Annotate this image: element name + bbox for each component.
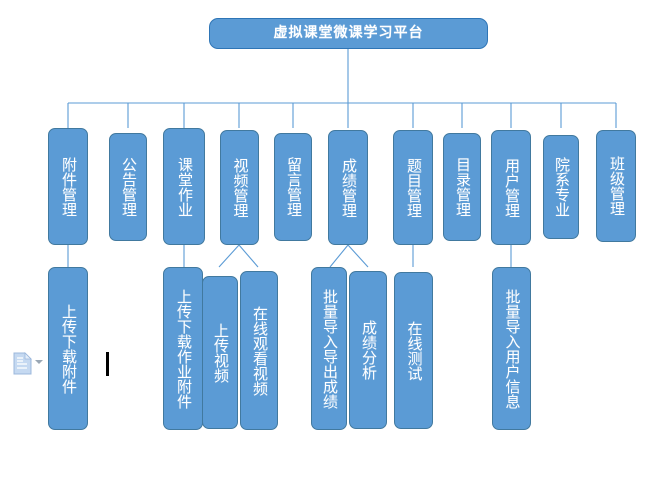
diagram-title-label: 虚拟课堂微课学习平台: [273, 25, 424, 42]
node-label: 在线测试: [405, 320, 424, 381]
node-upload-video[interactable]: 上传视频: [202, 276, 238, 429]
node-label: 上传下载附件: [59, 303, 78, 394]
paste-options-chevron-down-icon[interactable]: [35, 360, 43, 364]
node-label: 视频管理: [231, 157, 250, 218]
node-watch-video-online[interactable]: 在线观看视频: [240, 271, 278, 430]
node-label: 班级管理: [607, 156, 626, 216]
node-classroom-homework[interactable]: 课堂作业: [163, 128, 205, 245]
node-user-management[interactable]: 用户管理: [491, 130, 531, 245]
node-label: 上传视频: [211, 322, 230, 383]
node-upload-download-homework-attachment[interactable]: 上传下载作业附件: [163, 267, 203, 430]
node-score-analysis[interactable]: 成绩分析: [349, 271, 387, 429]
node-online-test[interactable]: 在线测试: [394, 272, 433, 429]
node-label: 成绩分析: [359, 320, 378, 380]
node-upload-download-attachment[interactable]: 上传下载附件: [48, 267, 88, 430]
diagram-title-node[interactable]: 虚拟课堂微课学习平台: [209, 18, 488, 49]
node-label: 目录管理: [453, 157, 472, 217]
node-batch-import-user-info[interactable]: 批量导入用户信息: [492, 267, 531, 430]
node-class-management[interactable]: 班级管理: [596, 130, 636, 242]
node-label: 批量导入导出成绩: [320, 288, 339, 409]
node-label: 批量导入用户信息: [503, 288, 522, 409]
node-label: 用户管理: [502, 157, 521, 218]
node-message-management[interactable]: 留言管理: [274, 133, 312, 241]
node-label: 题目管理: [404, 157, 423, 218]
node-label: 上传下载作业附件: [174, 288, 193, 409]
node-batch-import-export-score[interactable]: 批量导入导出成绩: [311, 267, 347, 430]
node-score-management[interactable]: 成绩管理: [328, 130, 368, 245]
node-question-management[interactable]: 题目管理: [393, 130, 433, 245]
node-catalog-management[interactable]: 目录管理: [443, 133, 481, 241]
text-cursor-caret: [106, 352, 109, 376]
paste-options-icon[interactable]: [13, 352, 32, 375]
node-department-major[interactable]: 院系专业: [543, 135, 579, 239]
node-label: 附件管理: [59, 156, 78, 217]
node-notice-management[interactable]: 公告管理: [109, 133, 147, 241]
node-label: 院系专业: [552, 157, 571, 217]
node-label: 公告管理: [119, 157, 138, 217]
node-label: 成绩管理: [339, 157, 358, 218]
node-video-management[interactable]: 视频管理: [220, 130, 259, 245]
node-label: 课堂作业: [175, 156, 194, 217]
node-label: 留言管理: [284, 157, 303, 217]
node-label: 在线观看视频: [250, 305, 269, 396]
node-attachment-management[interactable]: 附件管理: [48, 128, 88, 245]
